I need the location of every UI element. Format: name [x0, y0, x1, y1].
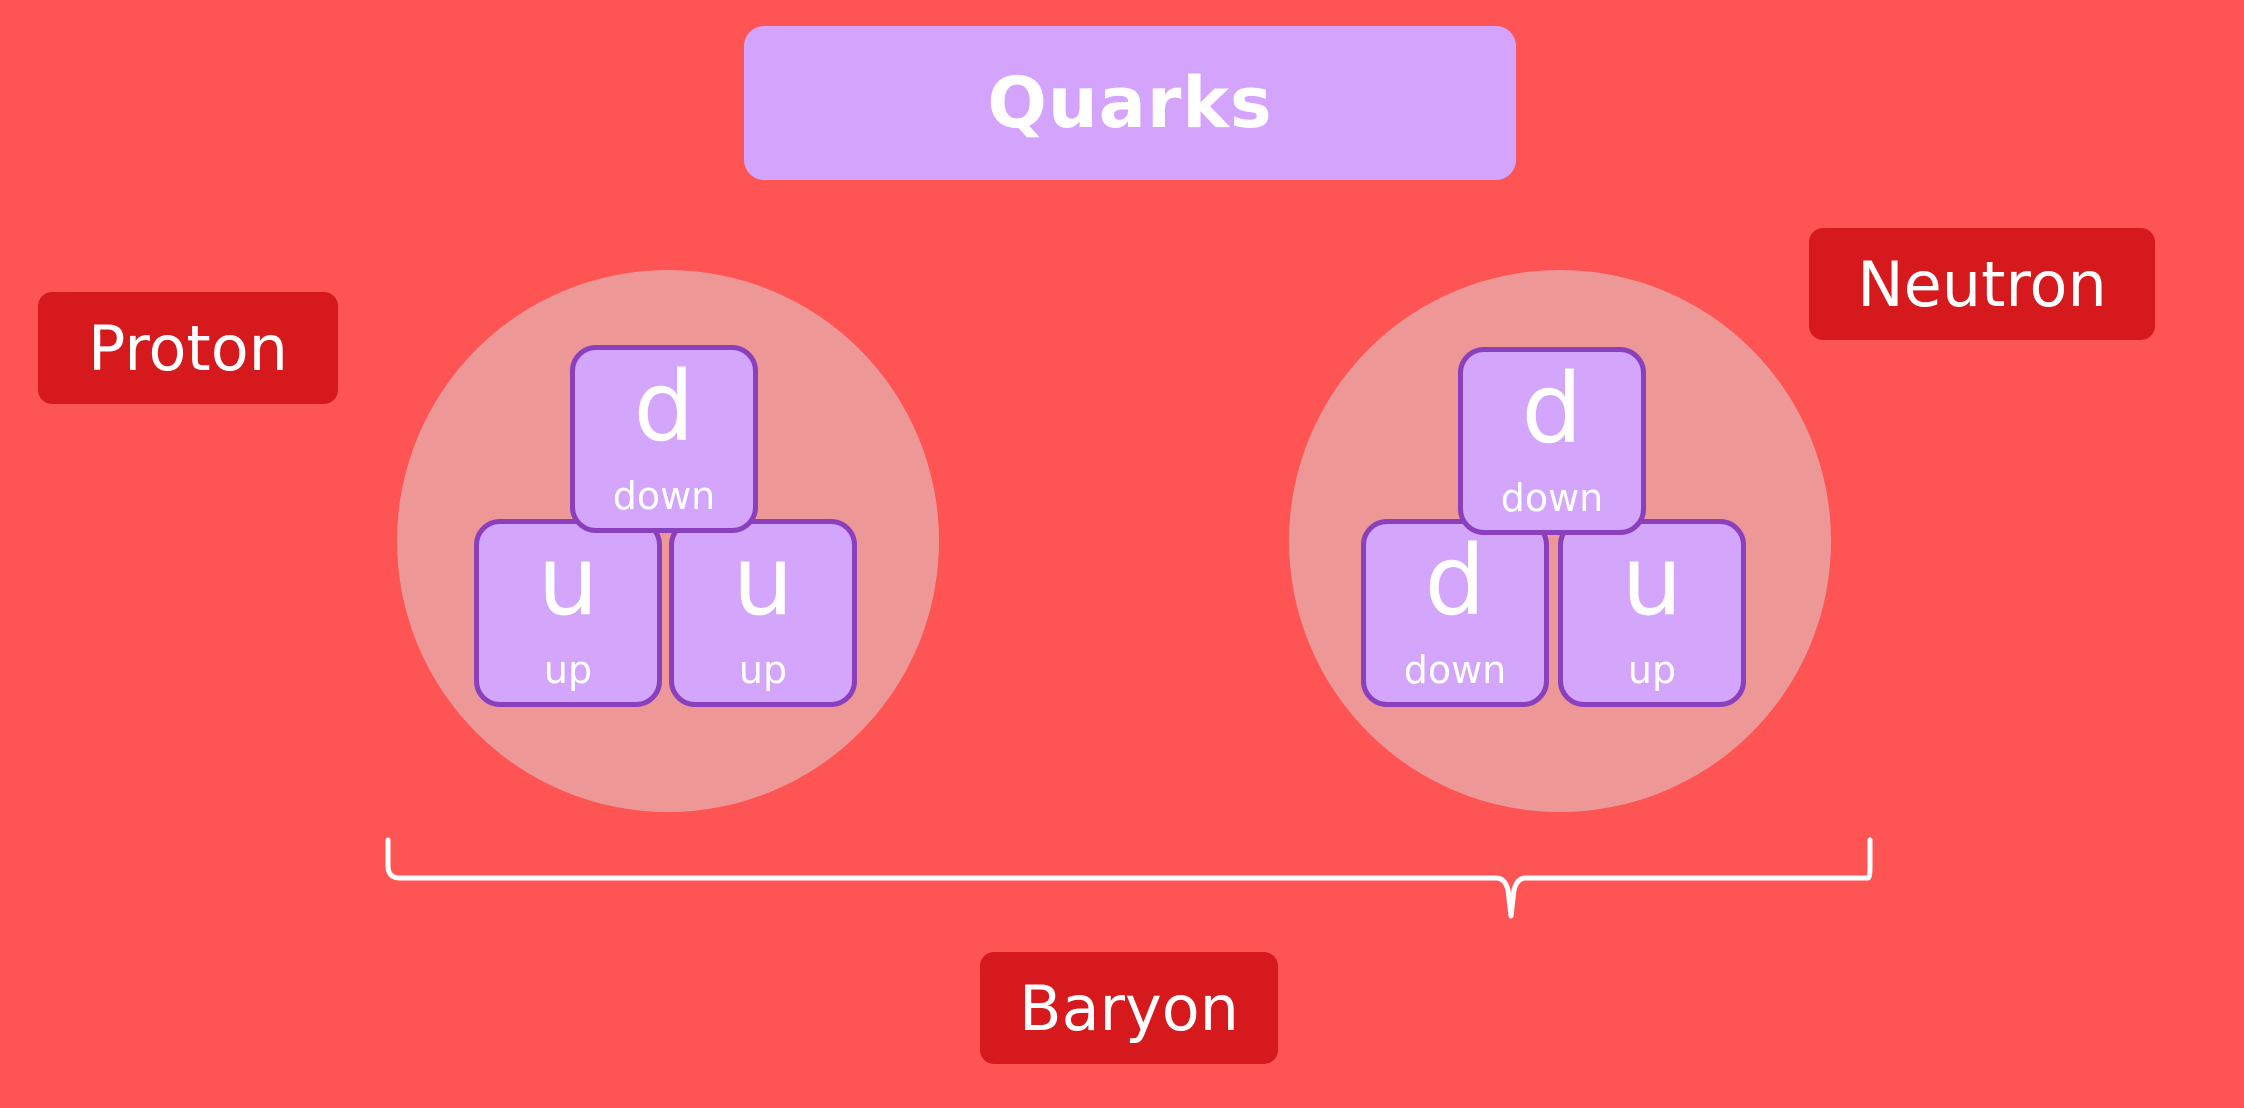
quark-symbol: d — [1424, 525, 1486, 637]
proton-quark-bottom-left: u up — [474, 519, 662, 707]
proton-quark-top: d down — [570, 345, 758, 533]
quark-name: down — [1500, 476, 1604, 520]
baryon-brace — [385, 837, 1873, 919]
title-text: Quarks — [987, 62, 1273, 144]
quark-symbol: d — [633, 351, 695, 463]
quark-symbol: u — [732, 525, 794, 637]
title-box: Quarks — [744, 26, 1516, 180]
neutron-label-text: Neutron — [1857, 247, 2107, 321]
proton-quark-bottom-right: u up — [669, 519, 857, 707]
neutron-quark-top: d down — [1458, 347, 1646, 535]
quark-name: down — [1403, 648, 1507, 692]
baryon-label: Baryon — [980, 952, 1278, 1064]
quark-name: up — [1627, 648, 1677, 692]
quark-name: down — [612, 474, 716, 518]
brace-path — [385, 837, 1873, 919]
neutron-label: Neutron — [1809, 228, 2155, 340]
quark-symbol: u — [1621, 525, 1683, 637]
quark-symbol: u — [537, 525, 599, 637]
neutron-quark-bottom-left: d down — [1361, 519, 1549, 707]
proton-label-text: Proton — [88, 311, 288, 385]
quark-symbol: d — [1521, 353, 1583, 465]
baryon-label-text: Baryon — [1019, 971, 1239, 1045]
quark-name: up — [543, 648, 593, 692]
quark-name: up — [738, 648, 788, 692]
neutron-quark-bottom-right: u up — [1558, 519, 1746, 707]
proton-label: Proton — [38, 292, 338, 404]
